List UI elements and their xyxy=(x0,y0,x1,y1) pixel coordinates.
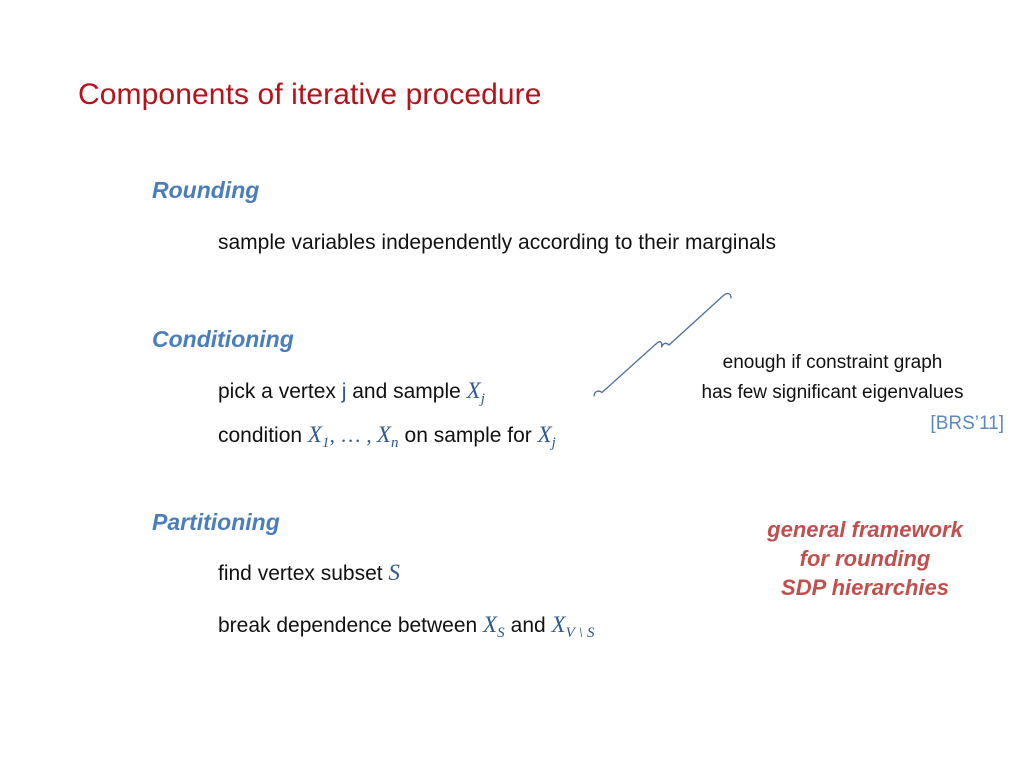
math-subscript-S: S xyxy=(497,624,505,641)
framework-line-1: general framework xyxy=(767,517,963,542)
math-var-X: X xyxy=(466,378,481,403)
math-var-XVS: X xyxy=(551,612,566,637)
text-fragment: condition xyxy=(218,424,308,447)
partitioning-line-1: find vertex subset S xyxy=(218,558,400,589)
note-line-2: has few significant eigenvalues xyxy=(701,382,964,403)
math-subscript-n: n xyxy=(390,434,399,451)
framework-callout: general framework for rounding SDP hiera… xyxy=(720,515,1010,602)
math-var-XS: X xyxy=(483,612,498,637)
section-heading-rounding: Rounding xyxy=(152,177,260,203)
math-var-Xn: X xyxy=(376,422,391,447)
math-var-X1: X xyxy=(307,422,322,447)
note-line-1: enough if constraint graph xyxy=(722,352,943,373)
math-subscript-j2: j xyxy=(551,434,557,451)
conditioning-line-1: pick a vertex j and sample Xj xyxy=(218,376,485,414)
text-fragment: on sample for xyxy=(398,424,538,447)
section-heading-partitioning: Partitioning xyxy=(152,509,280,535)
text-fragment: pick a vertex xyxy=(218,380,342,403)
section-heading-conditioning: Conditioning xyxy=(152,326,294,352)
diagonal-curly-brace-icon xyxy=(593,292,732,397)
math-var-Xj: X xyxy=(537,422,552,447)
math-subscript-j: j xyxy=(480,390,486,407)
text-fragment: break dependence between xyxy=(218,614,484,637)
annotation-note: enough if constraint graph has few signi… xyxy=(660,348,1005,439)
math-var-S: S xyxy=(388,560,400,585)
vertex-token-j: j xyxy=(341,380,347,403)
page-title: Components of iterative procedure xyxy=(78,78,542,111)
partitioning-line-2: break dependence between XS and XV \ S xyxy=(218,610,595,648)
math-separator-ellipsis: , … , xyxy=(329,423,377,447)
framework-line-3: SDP hierarchies xyxy=(781,575,949,600)
rounding-line-1: sample variables independently according… xyxy=(218,231,776,254)
note-citation: [BRS’11] xyxy=(930,413,1004,434)
conditioning-line-2: condition X1, … , Xn on sample for Xj xyxy=(218,420,556,458)
text-fragment: and sample xyxy=(346,380,467,403)
math-subscript-1: 1 xyxy=(321,434,330,451)
math-subscript-V-minus-S: V \ S xyxy=(565,624,595,641)
framework-line-2: for rounding xyxy=(799,546,931,571)
text-fragment: find vertex subset xyxy=(218,562,389,585)
text-fragment: and xyxy=(504,614,552,637)
